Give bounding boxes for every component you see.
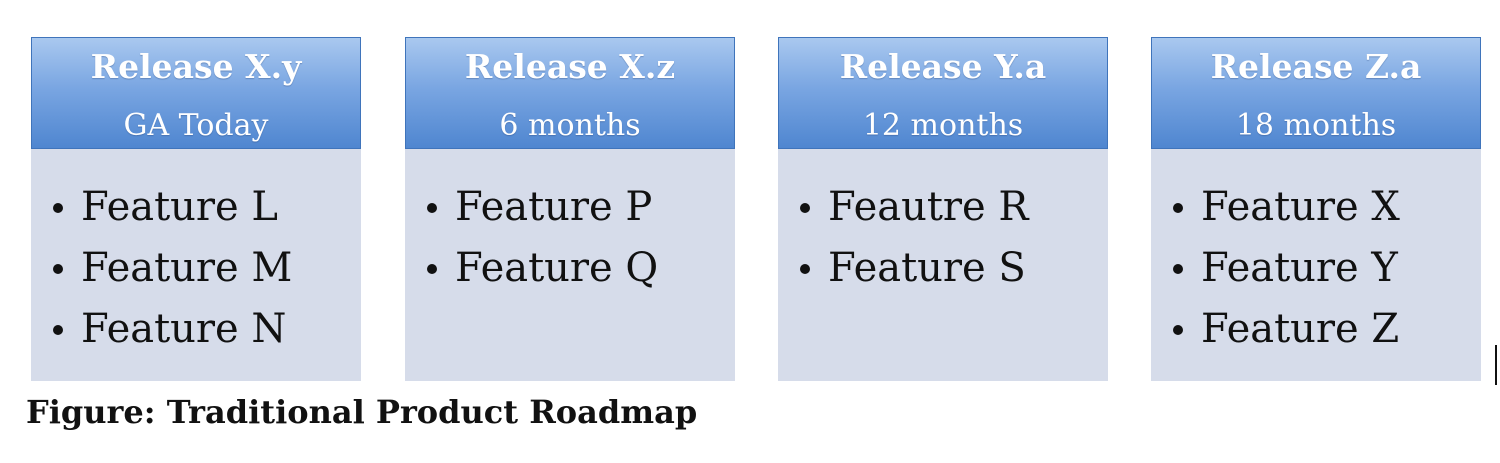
release-card-z-a: Release Z.a 18 months Feature X Feature … xyxy=(1151,37,1481,381)
feature-item: Feature Z xyxy=(1173,299,1400,360)
bullet-icon xyxy=(427,202,437,213)
feature-label: Feature Q xyxy=(455,245,659,291)
feature-label: Feature X xyxy=(1201,184,1400,230)
feature-label: Feature M xyxy=(81,245,293,291)
feature-label: Feature P xyxy=(455,184,653,230)
release-name: Release Y.a xyxy=(839,47,1047,86)
release-name: Release X.z xyxy=(464,47,676,86)
feature-label: Feature Y xyxy=(1201,245,1398,291)
feature-item: Feature L xyxy=(53,177,292,238)
feature-item: Feature N xyxy=(53,299,292,360)
release-timing: 6 months xyxy=(499,108,641,143)
feature-label: Feature N xyxy=(81,306,287,352)
feature-label: Feature Z xyxy=(1201,306,1400,352)
release-header: Release X.z 6 months xyxy=(405,37,735,149)
feature-label: Feautre R xyxy=(828,184,1029,230)
release-timing: 12 months xyxy=(862,108,1024,143)
bullet-icon xyxy=(800,263,810,274)
feature-item: Feature P xyxy=(427,177,658,238)
release-name: Release X.y xyxy=(90,47,302,86)
feature-item: Feature X xyxy=(1173,177,1400,238)
feature-list: Feature X Feature Y Feature Z xyxy=(1173,177,1400,360)
release-card-y-a: Release Y.a 12 months Feautre R Feature … xyxy=(778,37,1108,381)
bullet-icon xyxy=(1173,324,1183,335)
release-header: Release X.y GA Today xyxy=(31,37,361,149)
bullet-icon xyxy=(1173,263,1183,274)
release-timing: GA Today xyxy=(123,108,269,143)
release-header: Release Z.a 18 months xyxy=(1151,37,1481,149)
release-card-x-z: Release X.z 6 months Feature P Feature Q xyxy=(405,37,735,381)
release-header: Release Y.a 12 months xyxy=(778,37,1108,149)
bullet-icon xyxy=(53,324,63,335)
release-timing: 18 months xyxy=(1235,108,1397,143)
feature-item: Feautre R xyxy=(800,177,1029,238)
feature-item: Feature Q xyxy=(427,238,658,299)
feature-list: Feature L Feature M Feature N xyxy=(53,177,292,360)
bullet-icon xyxy=(800,202,810,213)
feature-item: Feature Y xyxy=(1173,238,1400,299)
feature-item: Feature M xyxy=(53,238,292,299)
feature-label: Feature L xyxy=(81,184,278,230)
figure-caption: Figure: Traditional Product Roadmap xyxy=(26,393,698,431)
feature-list: Feautre R Feature S xyxy=(800,177,1029,299)
feature-item: Feature S xyxy=(800,238,1029,299)
bullet-icon xyxy=(1173,202,1183,213)
feature-label: Feature S xyxy=(828,245,1026,291)
release-name: Release Z.a xyxy=(1210,47,1422,86)
text-cursor xyxy=(1495,345,1497,385)
bullet-icon xyxy=(427,263,437,274)
bullet-icon xyxy=(53,263,63,274)
bullet-icon xyxy=(53,202,63,213)
feature-list: Feature P Feature Q xyxy=(427,177,658,299)
release-card-x-y: Release X.y GA Today Feature L Feature M… xyxy=(31,37,361,381)
